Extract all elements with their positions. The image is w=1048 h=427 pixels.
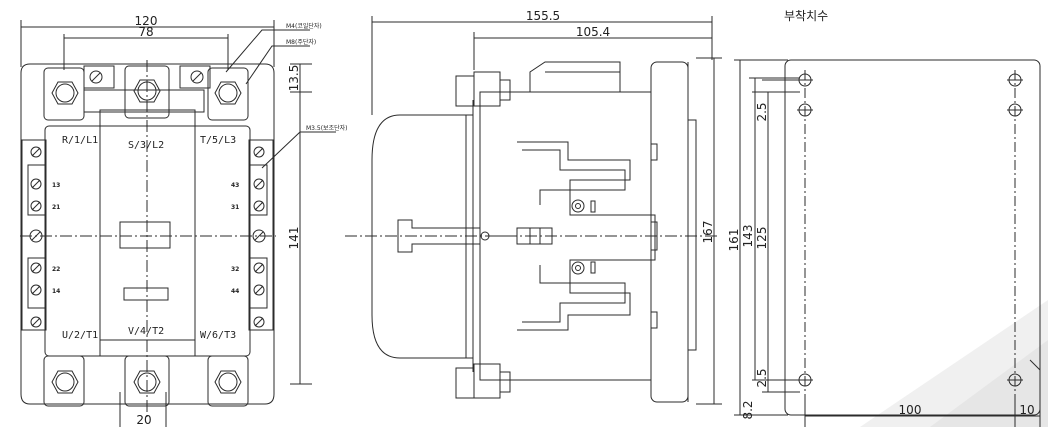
- side-view: [345, 16, 722, 405]
- dim-mount-143: 143: [741, 225, 755, 248]
- terminal-label-s: S/3/L2: [128, 140, 164, 151]
- terminal-label-u: U/2/T1: [62, 330, 98, 341]
- dim-slot-bottom: 2.5: [755, 368, 769, 387]
- aux-num-43: 43: [231, 182, 239, 189]
- aux-num-31: 31: [231, 204, 239, 211]
- dim-mount-width: 100: [899, 403, 922, 417]
- dim-overall-width: 120: [135, 14, 158, 28]
- terminal-label-r: R/1/L1: [62, 135, 98, 146]
- dim-bottom-offset: 8.2: [741, 400, 755, 419]
- background-decoration: [860, 300, 1048, 427]
- dim-depth-inner: 105.4: [576, 25, 610, 39]
- terminal-label-t: T/5/L3: [200, 135, 236, 146]
- aux-num-21: 21: [52, 204, 60, 211]
- aux-num-13: 13: [52, 182, 60, 189]
- aux-num-14: 14: [52, 288, 60, 295]
- callout-main-terminal: M8(주단자): [286, 38, 316, 46]
- aux-num-44: 44: [231, 288, 239, 295]
- aux-num-32: 32: [231, 266, 239, 273]
- terminal-label-v: V/4/T2: [128, 326, 164, 337]
- dim-mount-161: 161: [727, 229, 741, 252]
- front-view: [20, 20, 336, 427]
- dim-mount-125: 125: [755, 227, 769, 250]
- mount-title: 부착치수: [784, 9, 828, 23]
- dim-pole-pitch: 78: [138, 25, 153, 39]
- callout-coil-terminal: M4(코일단자): [286, 22, 322, 30]
- terminal-label-w: W/6/T3: [200, 330, 236, 341]
- aux-num-22: 22: [52, 266, 60, 273]
- mount-view: [734, 59, 1041, 427]
- dim-side-height: 167: [701, 221, 715, 244]
- dim-right-offset: 10: [1019, 403, 1034, 417]
- dim-bottom: 20: [136, 413, 151, 427]
- dim-slot-top: 2.5: [755, 102, 769, 121]
- dim-front-height: 141: [287, 227, 301, 250]
- dim-top-offset: 13.5: [287, 65, 301, 92]
- dim-depth: 155.5: [526, 9, 560, 23]
- callout-aux-terminal: M3.5(보조단자): [306, 124, 347, 132]
